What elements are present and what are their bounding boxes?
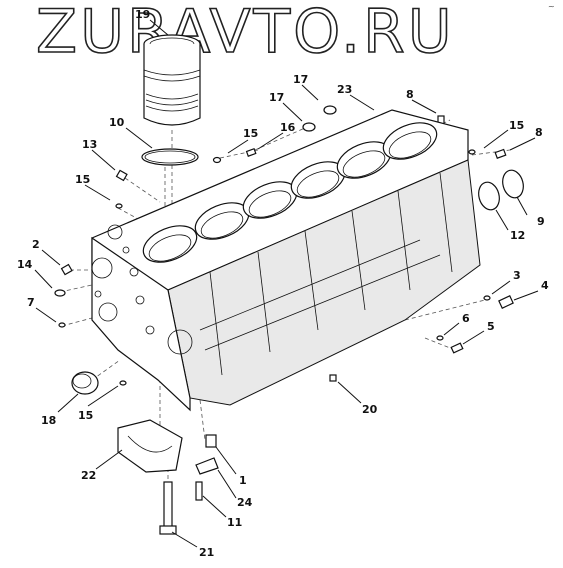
callout-12: 12 [510,229,525,242]
liner-o-ring [141,148,199,166]
callout-labels: 19 17 17 23 8 15 16 10 15 13 15 8 2 14 7… [17,8,549,559]
callout-8b: 8 [535,126,543,139]
corner-mark: ~ [548,2,555,11]
cap-bolt [159,481,177,535]
piston-cooling-nozzle [195,434,219,501]
block-ribs [199,172,453,376]
callout-22: 22 [81,469,96,482]
main-bearing-cap [117,419,183,473]
engine-block [91,109,481,412]
callout-14: 14 [17,258,33,271]
callout-15c: 15 [75,173,90,186]
callout-2: 2 [32,238,40,251]
callout-24: 24 [237,496,253,509]
callout-15d: 15 [78,409,93,422]
callout-10: 10 [109,116,125,129]
cylinder-bores [142,122,438,263]
callout-1: 1 [239,474,247,487]
callout-16: 16 [280,121,296,134]
callout-11: 11 [227,516,242,529]
callout-17b: 17 [269,91,284,104]
cup-plug [71,371,99,395]
cylinder-liner [143,34,201,126]
small-fittings [54,105,514,386]
callout-6: 6 [462,312,470,325]
callout-7: 7 [27,296,35,309]
front-face-holes [91,224,193,355]
callout-5: 5 [487,320,495,333]
callout-20: 20 [362,403,378,416]
callout-lines [34,19,539,548]
callout-21: 21 [199,546,214,559]
callout-4: 4 [541,279,549,292]
callout-17a: 17 [293,73,308,86]
callout-9: 9 [537,215,545,228]
callout-15a: 15 [243,127,258,140]
callout-3: 3 [513,269,521,282]
callout-19: 19 [135,8,150,21]
callout-8a: 8 [406,88,414,101]
callout-23: 23 [337,83,352,96]
expansion-plugs [478,169,524,211]
callout-15b: 15 [509,119,524,132]
callout-18: 18 [41,414,56,427]
callout-13: 13 [82,138,97,151]
watermark-logo: ZURAVTO.RU [35,0,455,67]
